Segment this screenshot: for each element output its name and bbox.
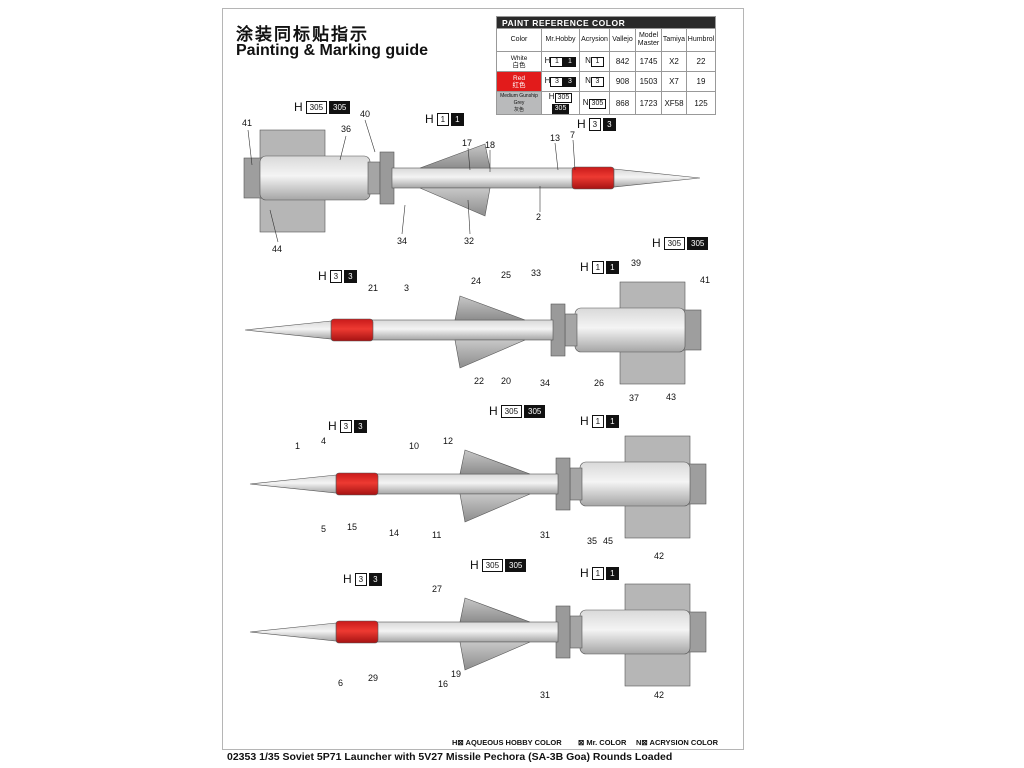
callout: 27: [432, 584, 443, 594]
missile-view-4: [249, 583, 707, 687]
callout: 12: [443, 436, 454, 446]
callout: 10: [409, 441, 420, 451]
callout: 16: [438, 679, 449, 689]
title-chinese: 涂装同标贴指示: [236, 25, 369, 45]
callout: 41: [242, 118, 253, 128]
callout: 31: [540, 530, 551, 540]
callout: 37: [629, 393, 640, 403]
callout: 21: [368, 283, 379, 293]
callout: 3: [404, 283, 410, 293]
legend-mrcolor: ⊠ Mr. COLOR: [578, 738, 627, 747]
callout: 31: [540, 690, 551, 700]
callout: 18: [485, 140, 496, 150]
box-icon: ⊠: [641, 738, 648, 747]
paint-reference-table: PAINT REFERENCE COLOR Color Mr.Hobby Acr…: [496, 16, 716, 115]
callout: 14: [389, 528, 400, 538]
callout: 6: [338, 678, 344, 688]
callout: 44: [272, 244, 283, 254]
callout: 15: [347, 522, 358, 532]
callout: 39: [631, 258, 642, 268]
callout: 25: [501, 270, 512, 280]
callout: 20: [501, 376, 512, 386]
callout: 34: [540, 378, 551, 388]
callout: 24: [471, 276, 482, 286]
callout: 19: [451, 669, 462, 679]
box-filled-icon: ⊠: [578, 738, 585, 747]
col-vallejo: Vallejo: [609, 28, 636, 52]
title-english: Painting & Marking guide: [236, 42, 429, 59]
box-icon: ⊠: [457, 738, 464, 747]
callout: 42: [654, 690, 665, 700]
callout: 43: [666, 392, 677, 402]
missile-view-2: [244, 281, 702, 385]
callout: 34: [397, 236, 408, 246]
callout: 5: [321, 524, 327, 534]
col-tamiya: Tamiya: [661, 28, 687, 52]
callout: 36: [341, 124, 352, 134]
footer-caption: 02353 1/35 Soviet 5P71 Launcher with 5V2…: [227, 751, 673, 763]
legend-aqueous: H⊠ AQUEOUS HOBBY COLOR: [452, 738, 562, 747]
callout: 22: [474, 376, 485, 386]
callout: 1: [295, 441, 301, 451]
callout: 41: [700, 275, 711, 285]
callout: 2: [536, 212, 542, 222]
humbrol-cell: 125: [686, 91, 716, 115]
callout: 26: [594, 378, 605, 388]
callout: 7: [570, 130, 576, 140]
callout: 35: [587, 536, 598, 546]
col-humbrol: Humbrol: [686, 28, 716, 52]
callout: 40: [360, 109, 371, 119]
legend-acrysion: N⊠ ACRYSION COLOR: [636, 738, 719, 747]
callout: 29: [368, 673, 379, 683]
callout: 32: [464, 236, 475, 246]
callout: 4: [321, 436, 327, 446]
callout: 17: [462, 138, 473, 148]
callout: 45: [603, 536, 614, 546]
callout: 42: [654, 551, 665, 561]
callout: 13: [550, 133, 561, 143]
callout: 33: [531, 268, 542, 278]
callout: 11: [432, 530, 442, 540]
missile-view-3: [249, 435, 707, 539]
